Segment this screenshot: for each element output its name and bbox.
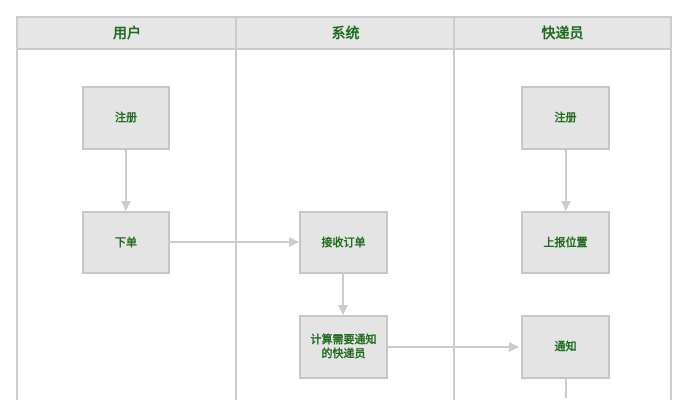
node-courier-register[interactable]: 注册 <box>521 86 610 150</box>
lane-user: 用户 <box>16 16 236 400</box>
node-user-register[interactable]: 注册 <box>82 86 170 150</box>
node-courier-report-location[interactable]: 上报位置 <box>521 211 610 274</box>
node-system-compute-notify[interactable]: 计算需要通知 的快递员 <box>299 315 388 379</box>
node-user-order[interactable]: 下单 <box>82 211 170 274</box>
node-system-compute-notify-line2: 的快递员 <box>321 347 366 360</box>
lane-system: 系统 <box>235 16 454 400</box>
lane-header-courier: 快递员 <box>455 16 670 50</box>
node-courier-notify[interactable]: 通知 <box>521 315 610 379</box>
lane-courier: 快递员 <box>453 16 672 400</box>
lane-header-system: 系统 <box>237 16 454 50</box>
lane-header-user: 用户 <box>18 16 236 50</box>
node-system-accept-order[interactable]: 接收订单 <box>299 211 388 274</box>
node-system-compute-notify-line1: 计算需要通知 <box>310 333 377 346</box>
